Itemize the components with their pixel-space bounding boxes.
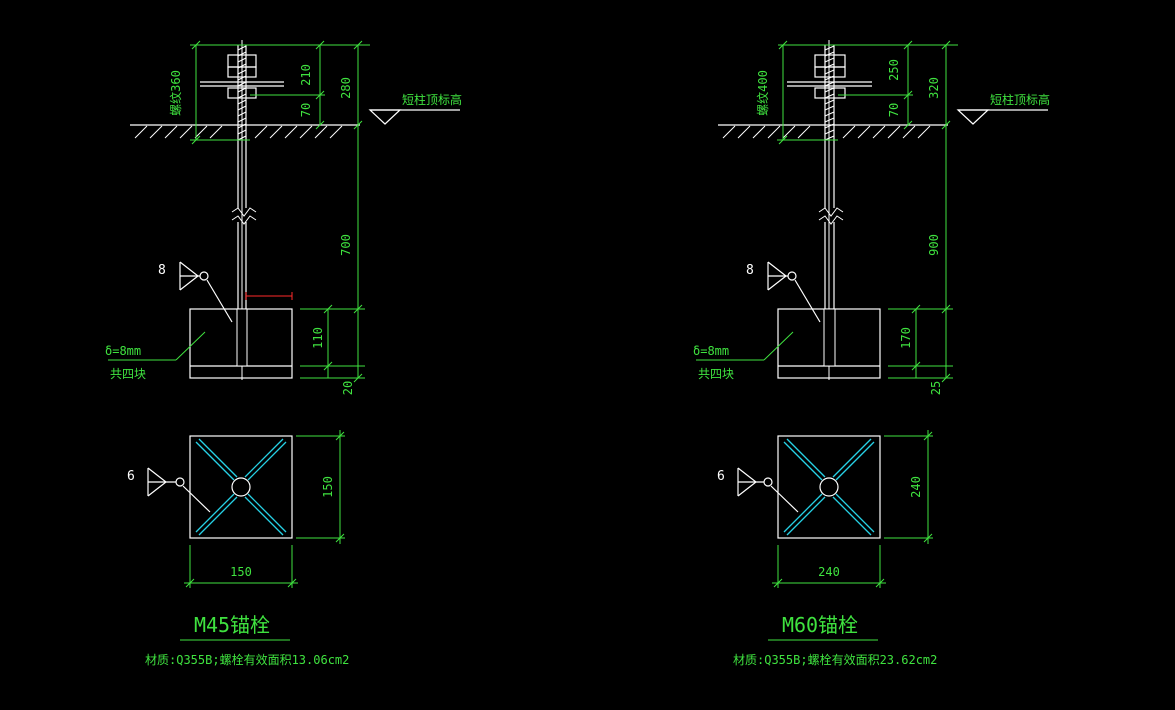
plan-height-left: 150 bbox=[321, 476, 335, 498]
weld-size-side-right: 8 bbox=[746, 263, 754, 278]
dim-top-a-right: 250 bbox=[887, 59, 901, 81]
title-left: M45锚栓 bbox=[194, 613, 270, 637]
anchor-plate-left bbox=[189, 308, 293, 379]
weld-symbol-side-left bbox=[179, 261, 233, 323]
dim-top-total-left: 280 bbox=[339, 77, 353, 99]
elevation-marker-right bbox=[956, 109, 1048, 125]
dim-top-b-left: 70 bbox=[299, 103, 313, 117]
plate-count-right: 共四块 bbox=[698, 367, 734, 381]
plan-view-left bbox=[189, 435, 293, 539]
dim-embed-right: 900 bbox=[927, 234, 941, 256]
detail-left: 210 70 280 700 110 20 螺纹360 短柱顶标高 8 δ=8m… bbox=[105, 40, 462, 667]
plate-thickness-left: δ=8mm bbox=[105, 344, 141, 358]
bolt-thread-length-left: 螺纹360 bbox=[169, 70, 183, 116]
dim-embed-left: 700 bbox=[339, 234, 353, 256]
dim-base-right: 25 bbox=[929, 381, 943, 395]
anchor-plate-right bbox=[777, 308, 881, 379]
note-left: 材质:Q355B;螺栓有效面积13.06cm2 bbox=[145, 652, 349, 667]
plan-width-right: 240 bbox=[818, 565, 840, 579]
weld-symbol-plan-right bbox=[737, 467, 799, 513]
dim-plate-height-left: 110 bbox=[311, 327, 325, 349]
plate-thickness-right: δ=8mm bbox=[693, 344, 729, 358]
ground-line-right bbox=[718, 124, 948, 139]
elevation-label-right: 短柱顶标高 bbox=[990, 92, 1050, 107]
dim-top-b-right: 70 bbox=[887, 103, 901, 117]
note-right: 材质:Q355B;螺栓有效面积23.62cm2 bbox=[733, 652, 937, 667]
plan-width-left: 150 bbox=[230, 565, 252, 579]
dim-top-a-left: 210 bbox=[299, 64, 313, 86]
bolt-thread-length-right: 螺纹400 bbox=[756, 70, 770, 116]
weld-size-plan-left: 6 bbox=[127, 469, 135, 484]
elevation-label-left: 短柱顶标高 bbox=[402, 92, 462, 107]
weld-size-side-left: 8 bbox=[158, 263, 166, 278]
elevation-marker-left bbox=[368, 109, 460, 125]
dimension-lines-left bbox=[190, 40, 370, 383]
dimension-lines-right bbox=[777, 40, 958, 383]
dim-base-left: 20 bbox=[341, 381, 355, 395]
weld-size-plan-right: 6 bbox=[717, 469, 725, 484]
detail-right: 250 70 320 900 170 25 螺纹400 短柱顶标高 8 δ=8m… bbox=[693, 40, 1050, 667]
plan-dimensions-left bbox=[184, 430, 345, 588]
dim-plate-height-right: 170 bbox=[899, 327, 913, 349]
title-right: M60锚栓 bbox=[782, 613, 858, 637]
dim-top-total-right: 320 bbox=[927, 77, 941, 99]
plate-count-left: 共四块 bbox=[110, 367, 146, 381]
plan-dimensions-right bbox=[772, 430, 933, 588]
weld-symbol-side-right bbox=[767, 261, 821, 323]
plan-height-right: 240 bbox=[909, 476, 923, 498]
weld-symbol-plan-left bbox=[147, 467, 211, 513]
plan-view-right bbox=[777, 435, 881, 539]
